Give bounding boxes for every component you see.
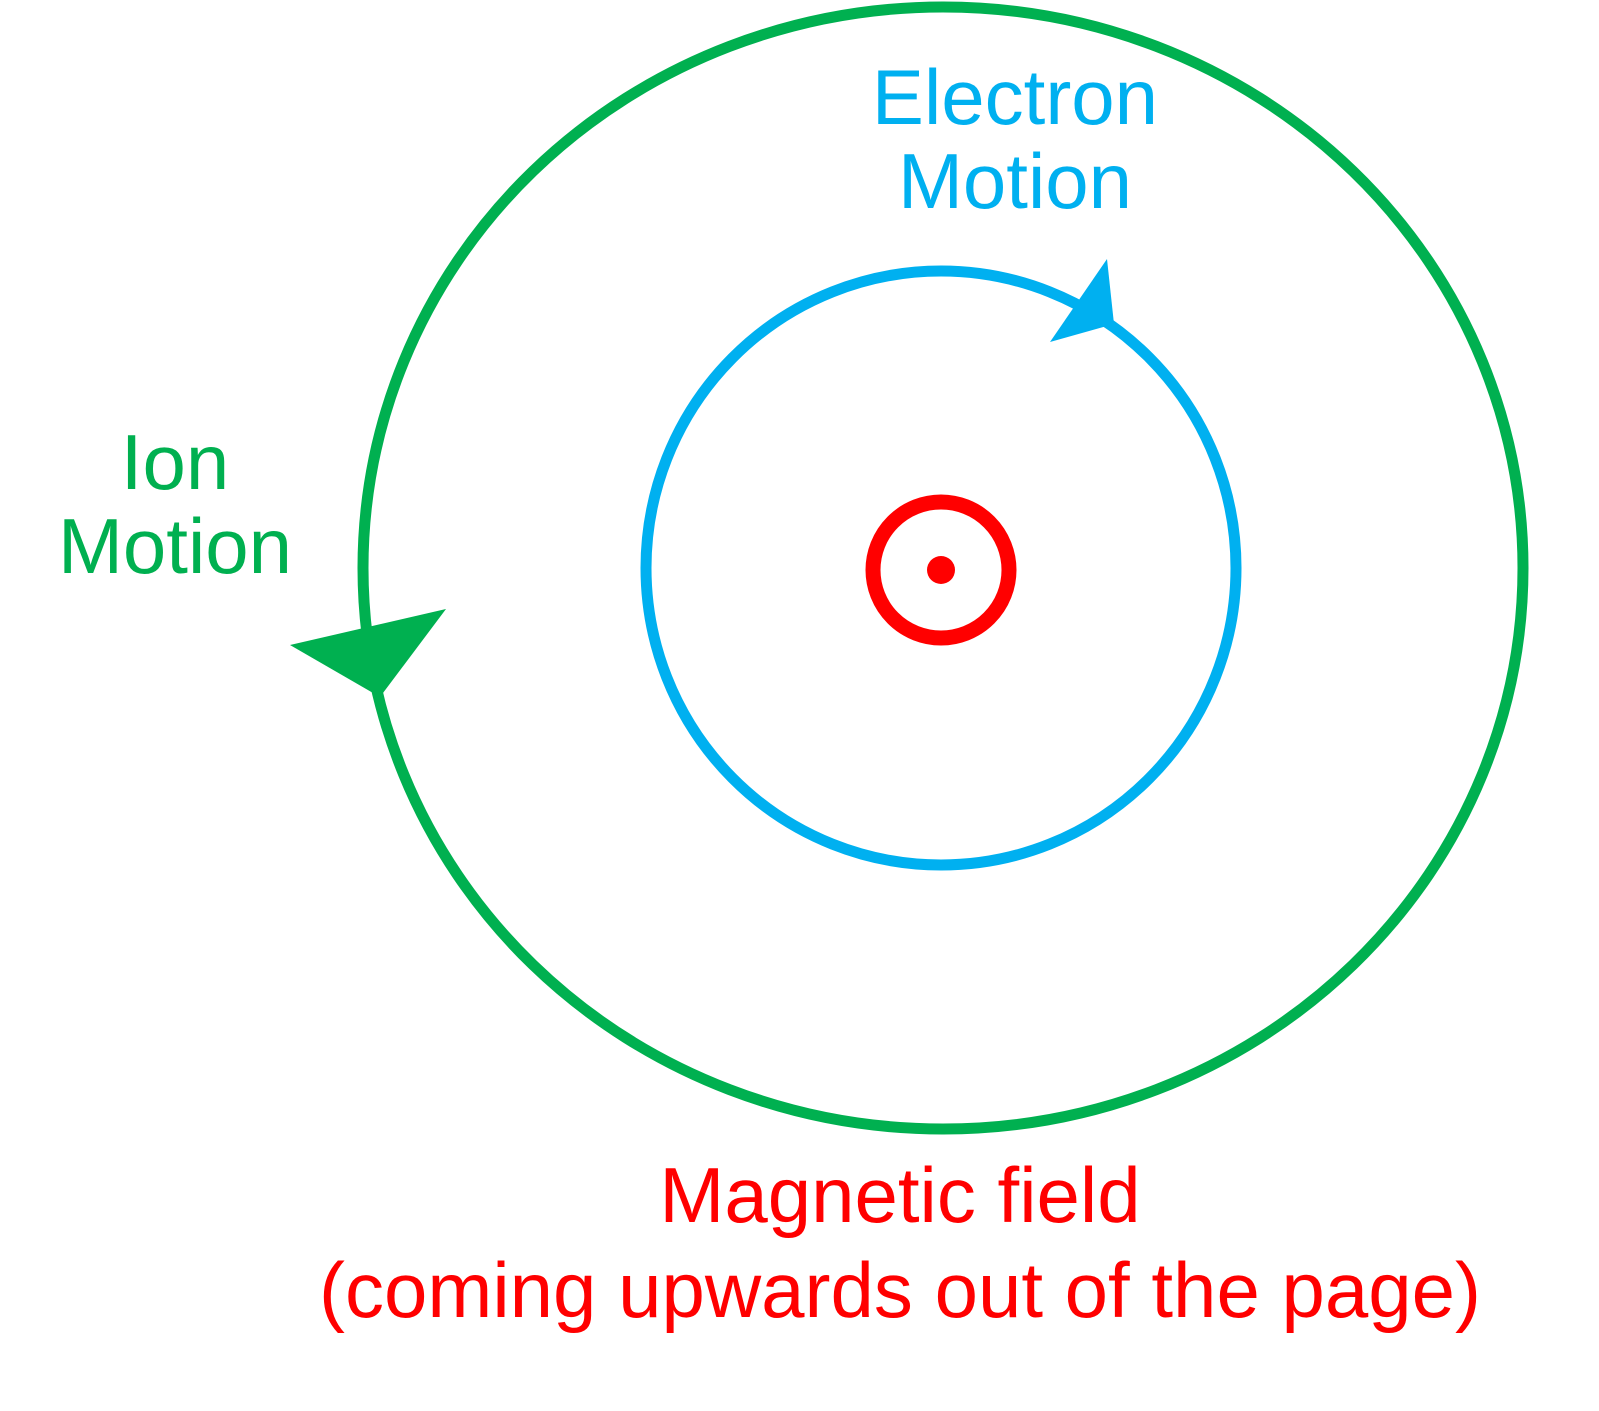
ion-label-line2: Motion — [57, 502, 293, 591]
electron-orbit — [640, 265, 1242, 871]
field-symbol-ring — [865, 494, 1017, 646]
field-symbol-dot — [927, 556, 955, 584]
electron-arrowhead-icon — [1050, 259, 1114, 342]
ion-arrowhead-icon — [290, 609, 446, 697]
out-of-page-dot-icon — [865, 494, 1017, 646]
ion-orbit — [357, 1, 1529, 1135]
field-label-line1: Magnetic field — [659, 1151, 1141, 1239]
electron-label-line2: Motion — [897, 137, 1133, 226]
field-label-line2: (coming upwards out of the page) — [318, 1246, 1481, 1335]
electron-motion-label: Electron Motion — [805, 53, 1225, 226]
ion-motion-label: Ion Motion — [15, 418, 335, 591]
electron-label-line1: Electron — [871, 53, 1159, 141]
ion-label-line1: Ion — [120, 418, 230, 506]
magnetic-field-label: Magnetic field (coming upwards out of th… — [230, 1148, 1570, 1338]
